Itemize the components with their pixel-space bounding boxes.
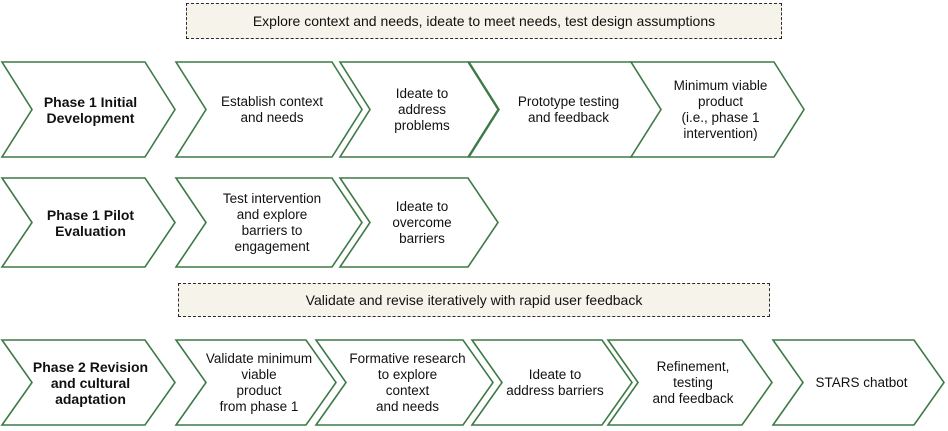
label-line: Ideate to <box>395 85 449 101</box>
label-line: address <box>397 101 447 117</box>
label-line: Phase 1 Pilot <box>46 206 135 223</box>
label-line: product <box>236 382 282 398</box>
label-line: Ideate to <box>528 366 582 382</box>
step-chevron <box>174 177 363 268</box>
label-line: barriers <box>399 230 445 246</box>
label-line: STARS chatbot <box>815 374 908 390</box>
label-line: Refinement, testing <box>656 358 730 390</box>
step-chevron <box>470 339 633 426</box>
step-chevron <box>314 339 494 426</box>
label-line: overcome <box>392 214 452 230</box>
step-chevron <box>338 177 499 268</box>
phase-chevron <box>0 177 176 268</box>
label-line: Formative research <box>349 350 466 366</box>
label-line: Phase 1 Initial <box>43 93 138 110</box>
label-line: from phase 1 <box>219 398 299 414</box>
step-chevron <box>174 61 363 158</box>
label-line: and explore <box>236 206 308 222</box>
label-line: Minimum viable <box>673 77 768 93</box>
label-line: Ideate to <box>395 198 449 214</box>
step-chevron <box>771 339 945 426</box>
phase-chevron <box>0 339 176 426</box>
banner-explore: Explore context and needs, ideate to mee… <box>186 3 782 39</box>
label-line: Validate minimum <box>205 350 313 366</box>
label-line: adaptation <box>55 390 126 407</box>
step-chevron <box>606 339 773 426</box>
label-line: barriers to <box>241 222 303 238</box>
label-line: engagement <box>234 238 310 254</box>
label-line: Prototype testing <box>517 93 620 109</box>
label-line: and cultural <box>50 374 131 391</box>
label-line: Phase 2 Revision <box>32 358 149 375</box>
label-line: address barriers <box>506 382 604 398</box>
label-line: and needs <box>240 109 304 125</box>
phase-chevron <box>0 61 176 158</box>
label-line: intervention) <box>683 125 758 141</box>
label-line: (i.e., phase 1 <box>681 109 760 125</box>
label-line: Test intervention <box>222 190 322 206</box>
banner-validate: Validate and revise iteratively with rap… <box>178 283 770 317</box>
label-line: viable <box>241 366 277 382</box>
label-line: and needs <box>375 398 440 414</box>
step-chevron <box>338 61 499 158</box>
label-line: product <box>697 93 744 109</box>
label-line: and feedback <box>652 390 734 406</box>
label-line: and feedback <box>527 109 610 125</box>
label-line: context <box>385 382 430 398</box>
step-chevron <box>629 61 805 158</box>
label-line: Evaluation <box>55 222 126 239</box>
step-label: STARS chatbot <box>801 340 922 425</box>
label-line: to explore <box>377 366 438 382</box>
step-chevron <box>174 339 337 426</box>
label-line: Development <box>46 109 135 126</box>
label-line: Establish context <box>220 93 324 109</box>
label-line: problems <box>394 117 450 133</box>
